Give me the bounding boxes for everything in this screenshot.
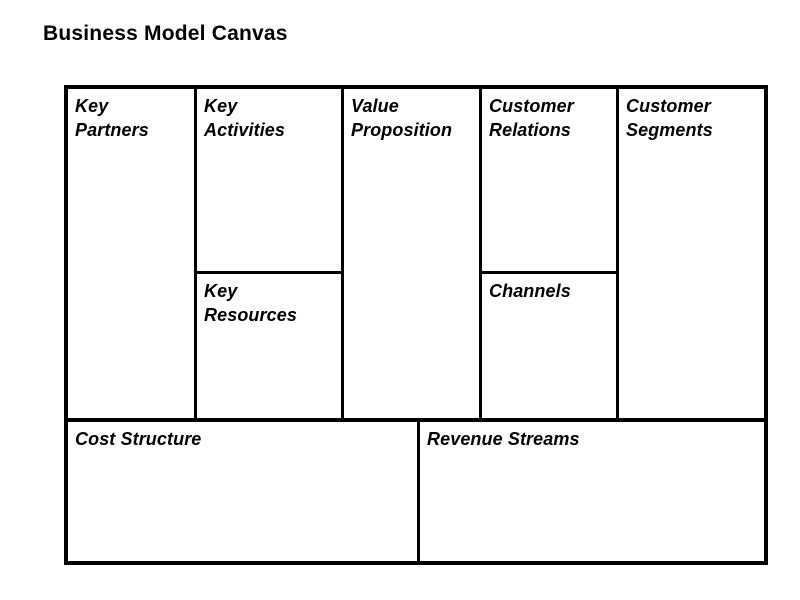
column-divider-2 bbox=[341, 89, 344, 418]
value-proposition-line-2: Proposition bbox=[351, 119, 453, 140]
section-divider bbox=[68, 418, 764, 422]
column-divider-4 bbox=[616, 89, 619, 418]
page-title: Business Model Canvas bbox=[43, 22, 288, 45]
canvas-block-key-resources-label: Key Resources bbox=[204, 280, 337, 328]
canvas-block-cost-structure[interactable]: Cost Structure bbox=[68, 422, 417, 561]
revenue-streams-line-1: Revenue Streams bbox=[427, 429, 580, 449]
canvas-block-key-activities[interactable]: Key Activities bbox=[197, 89, 341, 271]
key-partners-line-1: Key bbox=[75, 96, 109, 116]
value-proposition-line-1: Value bbox=[351, 96, 399, 116]
customer-segments-line-1: Customer bbox=[626, 96, 711, 116]
column-divider-3 bbox=[479, 89, 482, 418]
canvas-block-channels[interactable]: Channels bbox=[482, 274, 616, 418]
row-divider-key-activities-resources bbox=[197, 271, 341, 274]
channels-line-1: Channels bbox=[489, 281, 571, 301]
customer-relations-line-1: Customer bbox=[489, 96, 574, 116]
canvas-block-key-resources[interactable]: Key Resources bbox=[197, 274, 341, 418]
key-resources-line-1: Key bbox=[204, 281, 238, 301]
customer-relations-line-2: Relations bbox=[489, 119, 571, 140]
canvas-block-key-partners-label: Key Partners bbox=[75, 95, 190, 143]
canvas-block-revenue-streams-label: Revenue Streams bbox=[427, 428, 760, 452]
canvas-block-key-activities-label: Key Activities bbox=[204, 95, 337, 143]
canvas-block-channels-label: Channels bbox=[489, 280, 612, 304]
canvas-block-revenue-streams[interactable]: Revenue Streams bbox=[420, 422, 764, 561]
key-activities-line-1: Key bbox=[204, 96, 238, 116]
canvas-block-customer-relations-label: Customer Relations bbox=[489, 95, 612, 143]
business-model-canvas-grid: Key Partners Key Activities Key Resource… bbox=[64, 85, 768, 565]
canvas-block-customer-segments-label: Customer Segments bbox=[626, 95, 760, 143]
canvas-block-customer-relations[interactable]: Customer Relations bbox=[482, 89, 616, 271]
canvas-block-cost-structure-label: Cost Structure bbox=[75, 428, 413, 452]
column-divider-1 bbox=[194, 89, 197, 418]
canvas-block-value-proposition[interactable]: Value Proposition bbox=[344, 89, 479, 418]
canvas-block-value-proposition-label: Value Proposition bbox=[351, 95, 475, 143]
key-resources-line-2: Resources bbox=[204, 304, 297, 325]
cost-structure-line-1: Cost Structure bbox=[75, 429, 202, 449]
canvas-block-key-partners[interactable]: Key Partners bbox=[68, 89, 194, 418]
key-activities-line-2: Activities bbox=[204, 119, 286, 140]
canvas-block-customer-segments[interactable]: Customer Segments bbox=[619, 89, 764, 418]
row-divider-customer-relations-channels bbox=[482, 271, 616, 274]
key-partners-line-2: Partners bbox=[75, 119, 149, 140]
bottom-column-divider bbox=[417, 422, 420, 561]
customer-segments-line-2: Segments bbox=[626, 119, 713, 140]
